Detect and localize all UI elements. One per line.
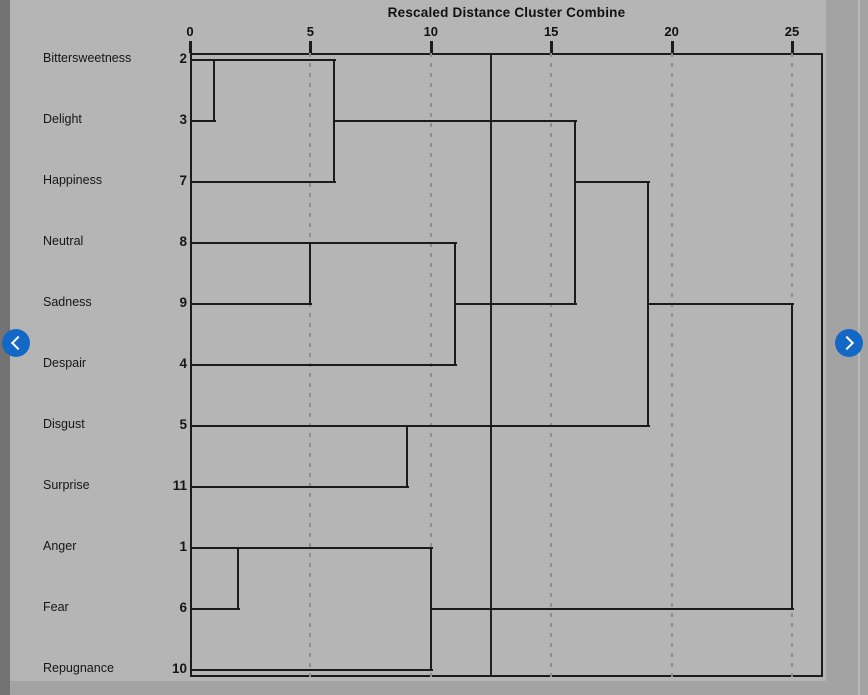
dendrogram-line bbox=[214, 59, 337, 61]
dendrogram-plot-area bbox=[190, 53, 823, 677]
axis-tick bbox=[670, 41, 674, 53]
dendrogram-line bbox=[238, 547, 433, 549]
case-number: 11 bbox=[172, 478, 187, 493]
leaf-label: Fear bbox=[43, 600, 69, 614]
leaf-row: Delight 3 bbox=[10, 112, 188, 130]
leaf-row: Surprise 11 bbox=[10, 478, 188, 496]
case-number: 10 bbox=[171, 661, 187, 676]
dendrogram-line bbox=[405, 425, 408, 488]
case-number: 2 bbox=[179, 51, 187, 66]
case-number: 5 bbox=[179, 417, 187, 432]
chevron-left-icon bbox=[10, 335, 26, 351]
plot-border-right bbox=[821, 53, 823, 677]
axis-tick bbox=[309, 41, 313, 53]
axis-tick bbox=[429, 41, 433, 53]
chevron-right-icon bbox=[839, 335, 855, 351]
dendrogram-line bbox=[190, 425, 409, 427]
cluster-cut-line bbox=[490, 53, 492, 677]
gridline bbox=[670, 53, 673, 677]
leaf-label: Sadness bbox=[43, 295, 92, 309]
dendrogram-line bbox=[190, 120, 217, 122]
dendrogram-line bbox=[190, 608, 241, 610]
dendrogram-line bbox=[190, 181, 337, 183]
case-number: 8 bbox=[179, 234, 187, 249]
dendrogram-line bbox=[454, 303, 578, 305]
dendrogram-line bbox=[647, 303, 794, 305]
leaf-row: Repugnance 10 bbox=[10, 661, 188, 679]
case-number: 9 bbox=[179, 295, 187, 310]
dendrogram-line bbox=[310, 242, 457, 244]
dendrogram-line bbox=[213, 59, 216, 122]
case-number: 7 bbox=[179, 173, 187, 188]
leaf-label: Despair bbox=[43, 356, 87, 370]
leaf-label: Repugnance bbox=[43, 661, 114, 675]
dendrogram-line bbox=[190, 364, 457, 366]
axis-tick bbox=[550, 41, 554, 53]
chart-title: Rescaled Distance Cluster Combine bbox=[387, 5, 626, 20]
dendrogram-line bbox=[309, 242, 312, 305]
leaf-row: Bittersweetness 2 bbox=[10, 51, 188, 69]
dendrogram-line bbox=[190, 669, 433, 671]
axis-tick-label: 10 bbox=[423, 24, 439, 39]
axis-tick-label: 25 bbox=[784, 24, 800, 39]
axis-line-top bbox=[190, 53, 823, 55]
dendrogram-line bbox=[190, 547, 241, 549]
leaf-label: Bittersweetness bbox=[43, 51, 132, 65]
dendrogram-line bbox=[430, 608, 794, 610]
case-number: 4 bbox=[179, 356, 187, 371]
axis-tick-label: 0 bbox=[186, 24, 194, 39]
previous-image-button[interactable] bbox=[2, 329, 30, 357]
leaf-label: Neutral bbox=[43, 234, 84, 248]
case-number: 1 bbox=[179, 539, 187, 554]
plot-border-bottom bbox=[190, 675, 823, 677]
dendrogram-line bbox=[574, 120, 577, 305]
dendrogram-line bbox=[190, 486, 409, 488]
dendrogram-line bbox=[406, 425, 650, 427]
leaf-row: Anger 1 bbox=[10, 539, 188, 557]
axis-tick-label: 20 bbox=[664, 24, 679, 39]
leaf-label: Delight bbox=[43, 112, 82, 126]
dendrogram-line bbox=[190, 303, 313, 305]
leaf-row: Despair 4 bbox=[10, 356, 188, 374]
dendrogram-line bbox=[190, 242, 313, 244]
gridline bbox=[550, 53, 553, 677]
leaf-label: Happiness bbox=[43, 173, 103, 187]
leaf-label: Surprise bbox=[43, 478, 90, 492]
next-image-button[interactable] bbox=[835, 329, 863, 357]
leaf-row: Sadness 9 bbox=[10, 295, 188, 313]
leaf-row: Neutral 8 bbox=[10, 234, 188, 252]
dendrogram-line bbox=[190, 59, 217, 61]
leaf-row: Happiness 7 bbox=[10, 173, 188, 191]
dendrogram-line bbox=[237, 547, 240, 610]
leaf-label: Anger bbox=[43, 539, 77, 553]
case-number: 3 bbox=[179, 112, 187, 127]
leaf-row: Disgust 5 bbox=[10, 417, 188, 435]
axis-tick-label: 5 bbox=[306, 24, 314, 39]
axis-tick-label: 15 bbox=[543, 24, 559, 39]
dendrogram-line bbox=[791, 303, 793, 610]
axis-tick bbox=[791, 41, 794, 53]
dendrogram-line bbox=[334, 120, 578, 122]
case-number: 6 bbox=[179, 600, 187, 615]
axis-tick bbox=[189, 41, 192, 53]
dendrogram-line bbox=[575, 181, 650, 183]
leaf-label: Disgust bbox=[43, 417, 85, 431]
leaf-row: Fear 6 bbox=[10, 600, 188, 618]
